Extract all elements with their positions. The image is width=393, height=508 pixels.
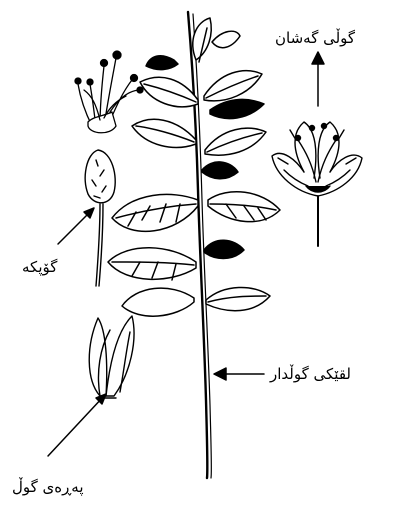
leaves [108,18,280,316]
petal-drawing [89,316,134,398]
label-arrows [48,52,324,456]
label-petal: پەڕەی گوڵ [12,478,84,496]
arrow-petal [48,396,104,456]
label-bud: گۆپکە [22,258,57,276]
open-flower [272,122,362,246]
label-flowering-branch: لقێکی گوڵدار [270,365,351,383]
stamens-cluster [75,51,143,133]
label-open-flower: گوڵی گەشان [275,29,355,47]
